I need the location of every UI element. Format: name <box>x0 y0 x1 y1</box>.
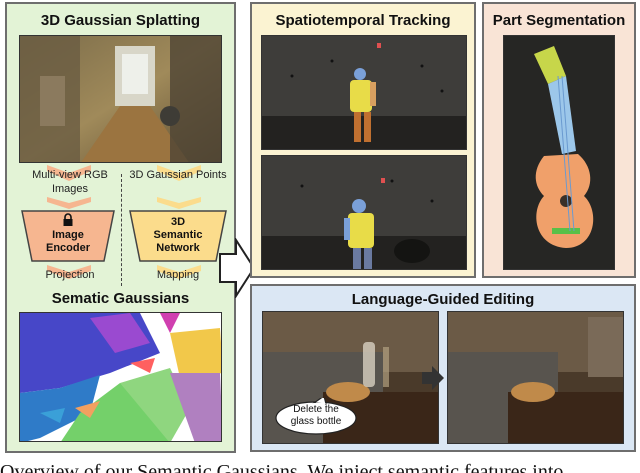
semantic-map-image <box>19 312 222 442</box>
multiview-images-label: Multi-view RGB Images <box>32 169 108 195</box>
semantic-network-label: 3D Semantic Network <box>153 216 203 254</box>
editing-title: Language-Guided Editing <box>351 291 535 308</box>
semantic-network-module: 3D Semantic Network <box>128 209 228 263</box>
figure-caption: Overview of our Semantic Gaussians. We i… <box>0 461 564 473</box>
speech-bubble-text: Delete the glass bottle <box>290 404 342 427</box>
editing-panel: Language-Guided Editing D <box>250 284 636 452</box>
speech-bubble: Delete the glass bottle <box>274 398 358 435</box>
branch-divider <box>121 174 122 286</box>
network-output-arrow <box>157 265 201 279</box>
lock-icon <box>61 213 75 227</box>
network-input-arrow <box>157 197 201 209</box>
tracking-frame-1 <box>261 35 467 150</box>
segmentation-panel: Part Segmentation <box>482 2 636 278</box>
editing-after-image <box>447 311 624 444</box>
projection-label: Projection <box>45 269 95 281</box>
tracking-frame-2 <box>261 155 467 270</box>
input-arrow-left <box>47 165 91 181</box>
input-arrow-right <box>157 165 201 181</box>
semantic-gaussians-title: Sematic Gaussians <box>51 290 190 307</box>
gaussian-scene-image <box>19 35 222 163</box>
gaussian-points-label: 3D Gaussian Points <box>129 169 227 181</box>
mapping-label: Mapping <box>156 269 200 281</box>
encoder-output-arrow <box>47 265 91 279</box>
pipeline-arrow <box>219 238 256 298</box>
gaussian-splatting-panel: 3D Gaussian Splatting Multi-view RGB Ima… <box>5 2 236 453</box>
tracking-title: Spatiotemporal Tracking <box>275 12 451 29</box>
image-encoder-module: Image Encoder <box>20 209 116 263</box>
image-encoder-label: Image Encoder <box>45 229 90 254</box>
gaussian-splatting-title: 3D Gaussian Splatting <box>40 12 201 29</box>
segmentation-title: Part Segmentation <box>492 12 626 29</box>
ukulele-segmentation-image <box>503 35 615 270</box>
encoder-input-arrow <box>47 197 91 209</box>
edit-result-arrow <box>422 366 444 390</box>
tracking-panel: Spatiotemporal Tracking <box>250 2 476 278</box>
